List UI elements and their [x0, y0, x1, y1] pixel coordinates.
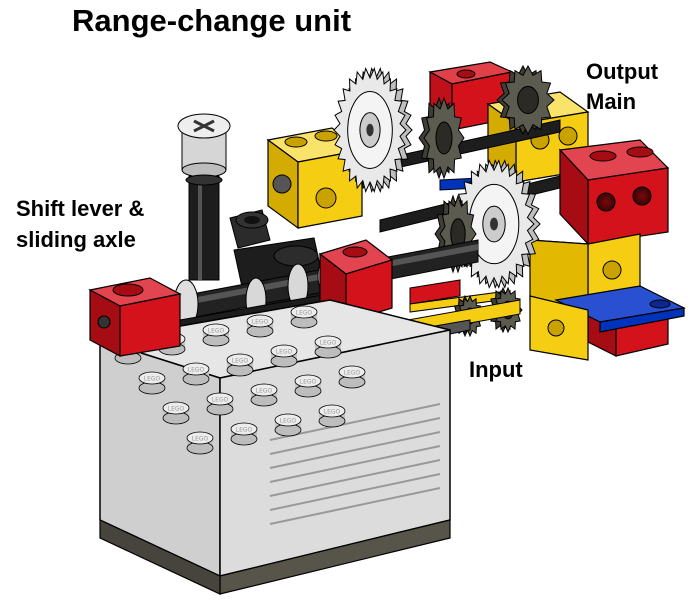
- stud-logo-text: LEGO: [280, 418, 297, 425]
- base-stud: LEGO: [318, 404, 346, 428]
- stud-logo-text: LEGO: [320, 340, 337, 347]
- base-stud: LEGO: [202, 323, 230, 347]
- stud-logo-text: LEGO: [144, 376, 161, 383]
- base-stud: LEGO: [226, 353, 254, 377]
- stud-logo-text: LEGO: [236, 427, 253, 434]
- stud-logo-text: LEGO: [188, 367, 205, 374]
- stud-logo-text: LEGO: [324, 409, 341, 416]
- stud-logo-text: LEGO: [168, 406, 185, 413]
- label-shift-lever: Shift lever &: [16, 196, 145, 221]
- shift-lever: [177, 113, 231, 281]
- base-stud: LEGO: [246, 314, 274, 338]
- base-stud: LEGO: [206, 392, 234, 416]
- gray-base-brick: LEGO LEGO LEGO LEGO LEGO LEGO LEGO LEGO LEGO LEGO…: [99, 299, 451, 595]
- base-stud: LEGO: [290, 305, 318, 329]
- stud-logo-text: LEGO: [208, 328, 225, 335]
- label-main: Main: [586, 89, 637, 114]
- base-stud: LEGO: [294, 374, 322, 398]
- stud-logo-text: LEGO: [276, 349, 293, 356]
- label-input: Input: [469, 357, 523, 382]
- base-stud: LEGO: [250, 383, 278, 407]
- base-stud: LEGO: [162, 401, 190, 425]
- stud-logo-text: LEGO: [344, 370, 361, 377]
- stud-logo-text: LEGO: [232, 358, 249, 365]
- base-stud: LEGO: [182, 362, 210, 386]
- base-stud: LEGO: [270, 344, 298, 368]
- crown-gear-top-back: [333, 67, 413, 193]
- stud-logo-text: LEGO: [256, 388, 273, 395]
- base-stud: LEGO: [138, 371, 166, 395]
- stud-logo-text: LEGO: [252, 319, 269, 326]
- pinion-top-middle: [418, 96, 465, 180]
- label-output: Output: [586, 59, 659, 84]
- stud-logo-text: LEGO: [300, 379, 317, 386]
- stud-logo-text: LEGO: [192, 436, 209, 443]
- base-stud: LEGO: [274, 413, 302, 437]
- label-sliding-axle: sliding axle: [16, 227, 136, 252]
- base-stud: LEGO: [186, 431, 214, 455]
- pinion-top-right: [496, 64, 555, 136]
- base-stud: LEGO: [338, 365, 366, 389]
- base-stud: LEGO: [314, 335, 342, 359]
- stud-logo-text: LEGO: [296, 310, 313, 317]
- diagram-title: Range-change unit: [72, 3, 352, 38]
- base-stud: LEGO: [230, 422, 258, 446]
- stud-logo-text: LEGO: [212, 397, 229, 404]
- red-block-front-left: [88, 277, 182, 357]
